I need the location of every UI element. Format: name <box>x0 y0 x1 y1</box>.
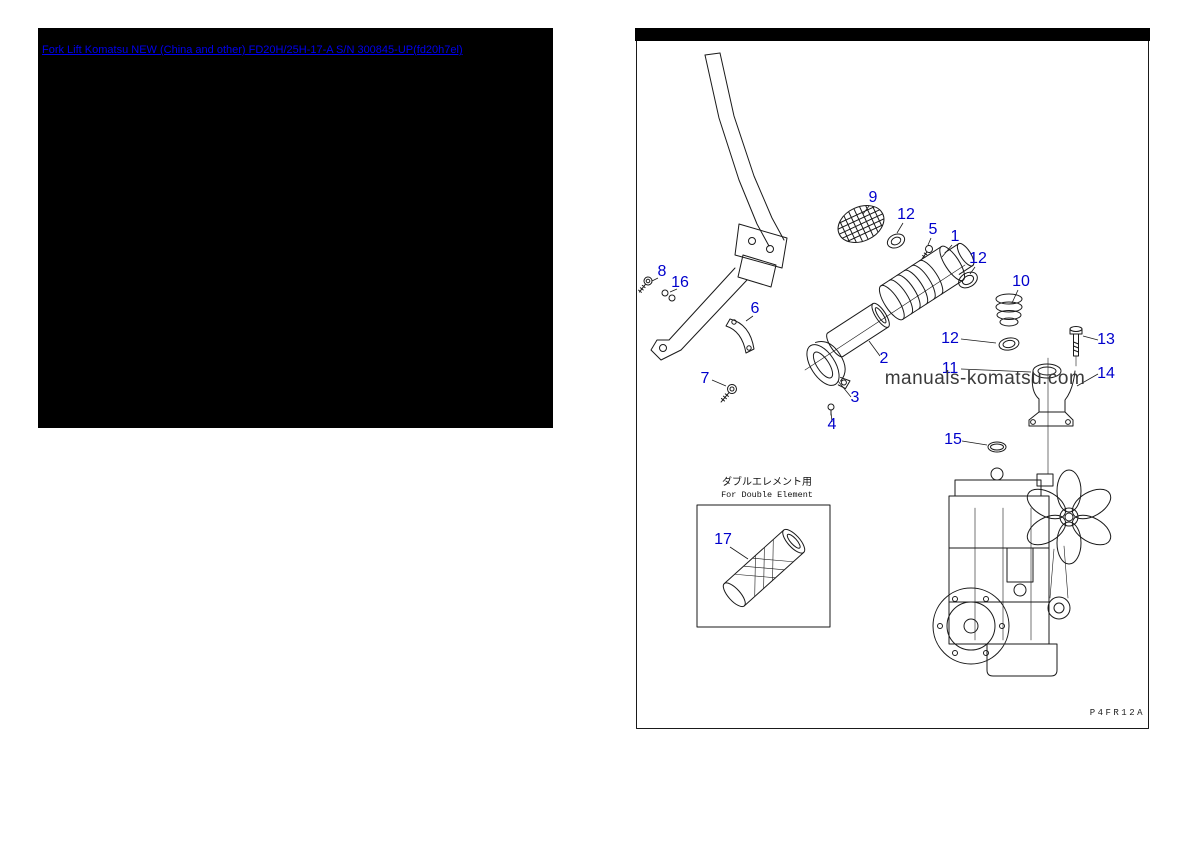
clamp-ring-12a <box>886 233 906 249</box>
bolt-13 <box>1069 326 1083 357</box>
callout-8: 8 <box>658 263 667 280</box>
diagram-top-bar <box>635 28 1150 41</box>
parts-diagram-svg: 9 12 5 1 12 10 8 16 6 2 12 11 13 14 7 3 … <box>635 28 1150 729</box>
callout-6: 6 <box>751 300 760 317</box>
callout-10: 10 <box>1012 273 1030 290</box>
clamp-band <box>725 318 755 354</box>
chassis-frame <box>650 52 788 361</box>
air-cleaner-body <box>878 242 975 321</box>
callout-12b: 12 <box>969 250 987 267</box>
elbow-flange <box>806 341 851 390</box>
catalog-title-link[interactable]: Fork Lift Komatsu NEW (China and other) … <box>42 44 463 56</box>
bolt-8 <box>638 276 653 293</box>
clamp-ring-12b <box>958 271 978 289</box>
callout-9: 9 <box>869 189 878 206</box>
callout-11: 11 <box>942 360 959 377</box>
parts-diagram-panel: 9 12 5 1 12 10 8 16 6 2 12 11 13 14 7 3 … <box>635 28 1150 730</box>
callout-12a: 12 <box>897 206 915 223</box>
engine-assembly <box>932 467 1112 677</box>
washers-16 <box>661 289 676 302</box>
callout-13: 13 <box>1097 331 1115 348</box>
callout-5: 5 <box>929 221 938 238</box>
double-element-label-jp: ダブルエレメント用 <box>722 475 812 489</box>
callout-1: 1 <box>951 228 960 245</box>
precleaner-cap <box>834 200 888 248</box>
watermark-text: manuals-komatsu.com <box>885 368 1086 389</box>
callout-12c: 12 <box>941 330 959 347</box>
callout-7: 7 <box>701 370 710 387</box>
double-element-box <box>696 504 831 628</box>
callout-16: 16 <box>671 274 689 291</box>
clamp-ring-12c <box>998 337 1020 351</box>
intake-connector <box>1028 363 1076 427</box>
evacuator-valve <box>995 293 1023 327</box>
callout-leaders <box>651 205 1099 560</box>
bolt-7 <box>720 384 737 403</box>
double-element-label-en: For Double Element <box>721 490 813 500</box>
callout-14: 14 <box>1097 365 1115 382</box>
inlet-tube <box>826 302 890 358</box>
cooling-fan <box>1026 469 1112 565</box>
callout-3: 3 <box>851 389 860 406</box>
callout-17: 17 <box>714 531 732 548</box>
callout-15: 15 <box>944 431 962 448</box>
callout-2: 2 <box>880 350 889 367</box>
filter-element <box>722 528 806 608</box>
preview-black-panel: Fork Lift Komatsu NEW (China and other) … <box>38 28 553 428</box>
callout-4: 4 <box>828 416 837 433</box>
diagram-page-code: P4FR12A <box>1090 708 1145 718</box>
o-ring-15 <box>987 441 1007 453</box>
